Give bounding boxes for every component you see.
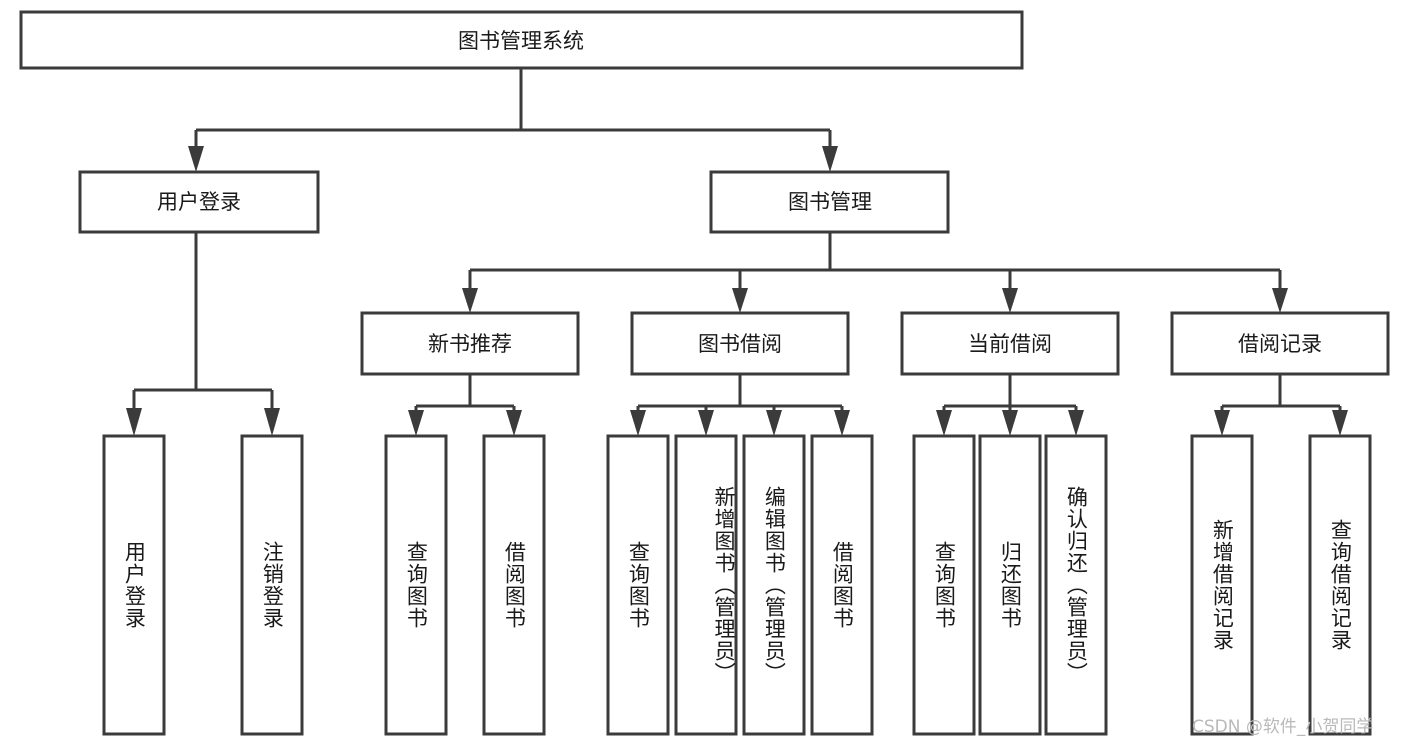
arrowhead-book-mgmt	[822, 146, 838, 172]
leaf-bb-edit-book-box[interactable]	[742, 434, 806, 736]
node-current-borrow-box[interactable]	[900, 311, 1120, 376]
connector-group	[126, 68, 1348, 436]
arrowhead-leaf-user-login	[126, 408, 142, 436]
node-user-login-box[interactable]	[78, 170, 320, 234]
arrowhead-cb-return-book	[1002, 410, 1018, 436]
node-borrow-record-label: 借阅记录	[1238, 332, 1322, 356]
horizontal-label-group: 图书管理系统 用户登录 图书管理 新书推荐 图书借阅 当前借阅 借阅记录	[157, 29, 1322, 356]
arrowhead-borrow-record	[1272, 288, 1288, 313]
arrowhead-cb-confirm-return	[1068, 410, 1084, 436]
arrowhead-bb-edit-book	[766, 410, 782, 436]
leaf-nb-query-book-box[interactable]	[384, 434, 448, 736]
leaf-br-query-record-box[interactable]	[1308, 434, 1372, 736]
node-book-mgmt-label: 图书管理	[788, 190, 872, 214]
node-book-mgmt-box[interactable]	[709, 170, 950, 234]
leaf-br-add-record-box[interactable]	[1190, 434, 1254, 736]
node-user-login-label: 用户登录	[157, 190, 241, 214]
node-box-group	[19, 10, 1390, 736]
arrowhead-bb-borrow-book	[834, 410, 850, 436]
arrowhead-book-borrow	[732, 288, 748, 313]
node-book-borrow-box[interactable]	[630, 311, 850, 376]
node-root-label: 图书管理系统	[458, 29, 584, 53]
node-new-book-label: 新书推荐	[428, 332, 512, 356]
arrowhead-new-book	[462, 288, 478, 313]
node-new-book-box[interactable]	[360, 311, 580, 376]
leaf-user-login-box[interactable]	[102, 434, 166, 736]
node-book-borrow-label: 图书借阅	[698, 332, 782, 356]
arrowhead-user-login	[188, 146, 204, 172]
arrowhead-leaf-logout	[264, 408, 280, 436]
leaf-cb-query-book-box[interactable]	[912, 434, 976, 736]
arrowhead-current-borrow	[1002, 288, 1018, 313]
arrowhead-cb-query-book	[936, 410, 952, 436]
node-current-borrow-label: 当前借阅	[968, 332, 1052, 356]
arrowhead-nb-query-book	[408, 410, 424, 436]
leaf-nb-borrow-book-box[interactable]	[482, 434, 546, 736]
leaf-bb-query-book-box[interactable]	[606, 434, 670, 736]
arrowhead-bb-add-book	[698, 410, 714, 436]
leaf-cb-return-book-box[interactable]	[978, 434, 1042, 736]
arrowhead-br-add-record	[1214, 410, 1230, 436]
node-borrow-record-box[interactable]	[1170, 311, 1390, 376]
arrowhead-bb-query-book	[630, 410, 646, 436]
arrowhead-nb-borrow-book	[506, 410, 522, 436]
leaf-bb-borrow-book-box[interactable]	[810, 434, 874, 736]
leaf-logout-box[interactable]	[240, 434, 304, 736]
node-root-box[interactable]	[19, 10, 1024, 70]
arrowhead-br-query-record	[1332, 410, 1348, 436]
leaf-cb-confirm-return-box[interactable]	[1044, 434, 1108, 736]
leaf-bb-add-book-box[interactable]	[674, 434, 738, 736]
